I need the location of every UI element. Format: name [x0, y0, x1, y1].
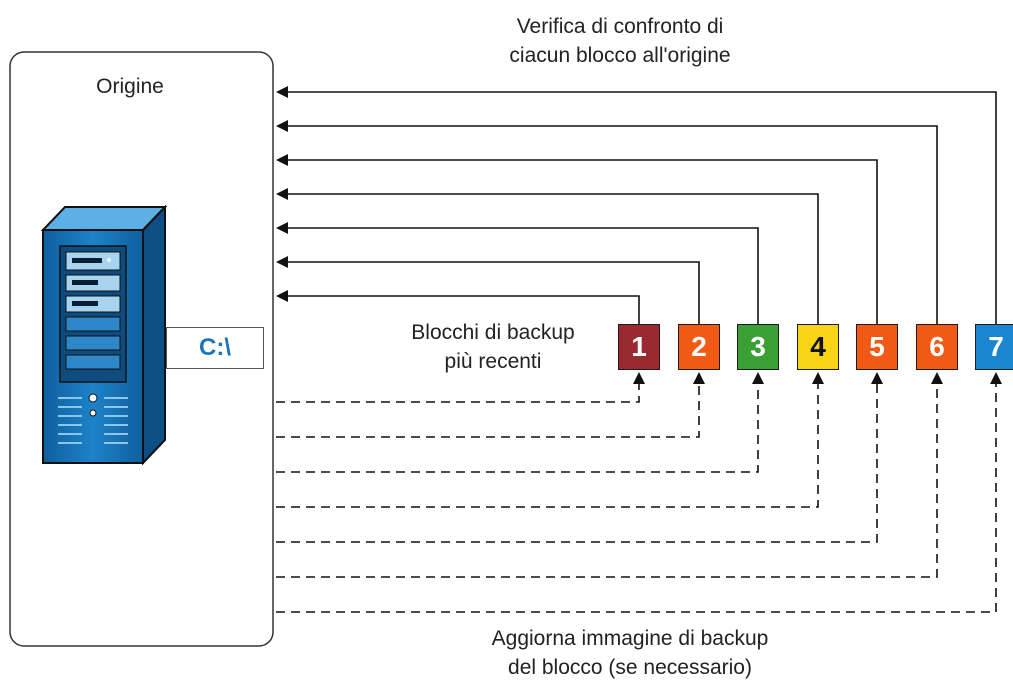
- server-tower-icon: [40, 204, 168, 466]
- update-line-6: [276, 384, 938, 578]
- backup-block-6: 6: [916, 324, 958, 370]
- verify-caption: Verifica di confronto di ciacun blocco a…: [430, 12, 810, 70]
- update-line-5: [276, 384, 878, 543]
- recent-caption-line-2: più recenti: [444, 350, 542, 373]
- origin-label: Origine: [96, 75, 164, 98]
- update-caption-line-2: del blocco (se necessario): [508, 656, 752, 679]
- backup-block-4: 4: [797, 324, 839, 370]
- backup-block-1: 1: [618, 324, 660, 370]
- verify-line-5: [288, 159, 878, 324]
- verify-caption-line-1: Verifica di confronto di: [516, 15, 724, 38]
- recent-caption-line-1: Blocchi di backup: [411, 321, 575, 344]
- verify-arrow-5: [276, 154, 288, 166]
- verify-arrow-4: [276, 188, 288, 200]
- backup-block-7: 7: [975, 324, 1013, 370]
- update-line-1: [276, 384, 640, 403]
- update-line-3: [276, 384, 759, 473]
- backup-block-5: 5: [856, 324, 898, 370]
- update-arrow-6: [931, 372, 943, 384]
- update-caption: Aggiorna immagine di backup del blocco (…: [395, 624, 865, 682]
- backup-block-2: 2: [678, 324, 720, 370]
- update-caption-line-1: Aggiorna immagine di backup: [491, 627, 769, 650]
- verify-arrow-1: [276, 290, 288, 302]
- verify-caption-line-2: ciacun blocco all'origine: [509, 44, 731, 67]
- update-line-4: [276, 384, 819, 508]
- update-arrow-5: [871, 372, 883, 384]
- update-arrow-4: [812, 372, 824, 384]
- verify-line-1: [288, 295, 640, 324]
- update-arrow-7: [990, 372, 1002, 384]
- update-arrow-2: [693, 372, 705, 384]
- update-arrow-1: [633, 372, 645, 384]
- verify-line-7: [288, 91, 997, 324]
- verify-line-6: [288, 125, 938, 324]
- verify-line-3: [288, 227, 759, 324]
- update-arrow-3: [752, 372, 764, 384]
- verify-arrow-3: [276, 222, 288, 234]
- update-line-7: [276, 384, 997, 613]
- recent-blocks-caption: Blocchi di backup più recenti: [368, 318, 618, 376]
- verify-arrow-2: [276, 256, 288, 268]
- verify-line-4: [288, 193, 819, 324]
- verify-arrow-6: [276, 120, 288, 132]
- verify-line-2: [288, 261, 700, 324]
- backup-block-3: 3: [737, 324, 779, 370]
- verify-arrow-7: [276, 86, 288, 98]
- drive-label: C:\: [166, 327, 264, 369]
- connectors: [276, 86, 1002, 613]
- update-line-2: [276, 384, 700, 438]
